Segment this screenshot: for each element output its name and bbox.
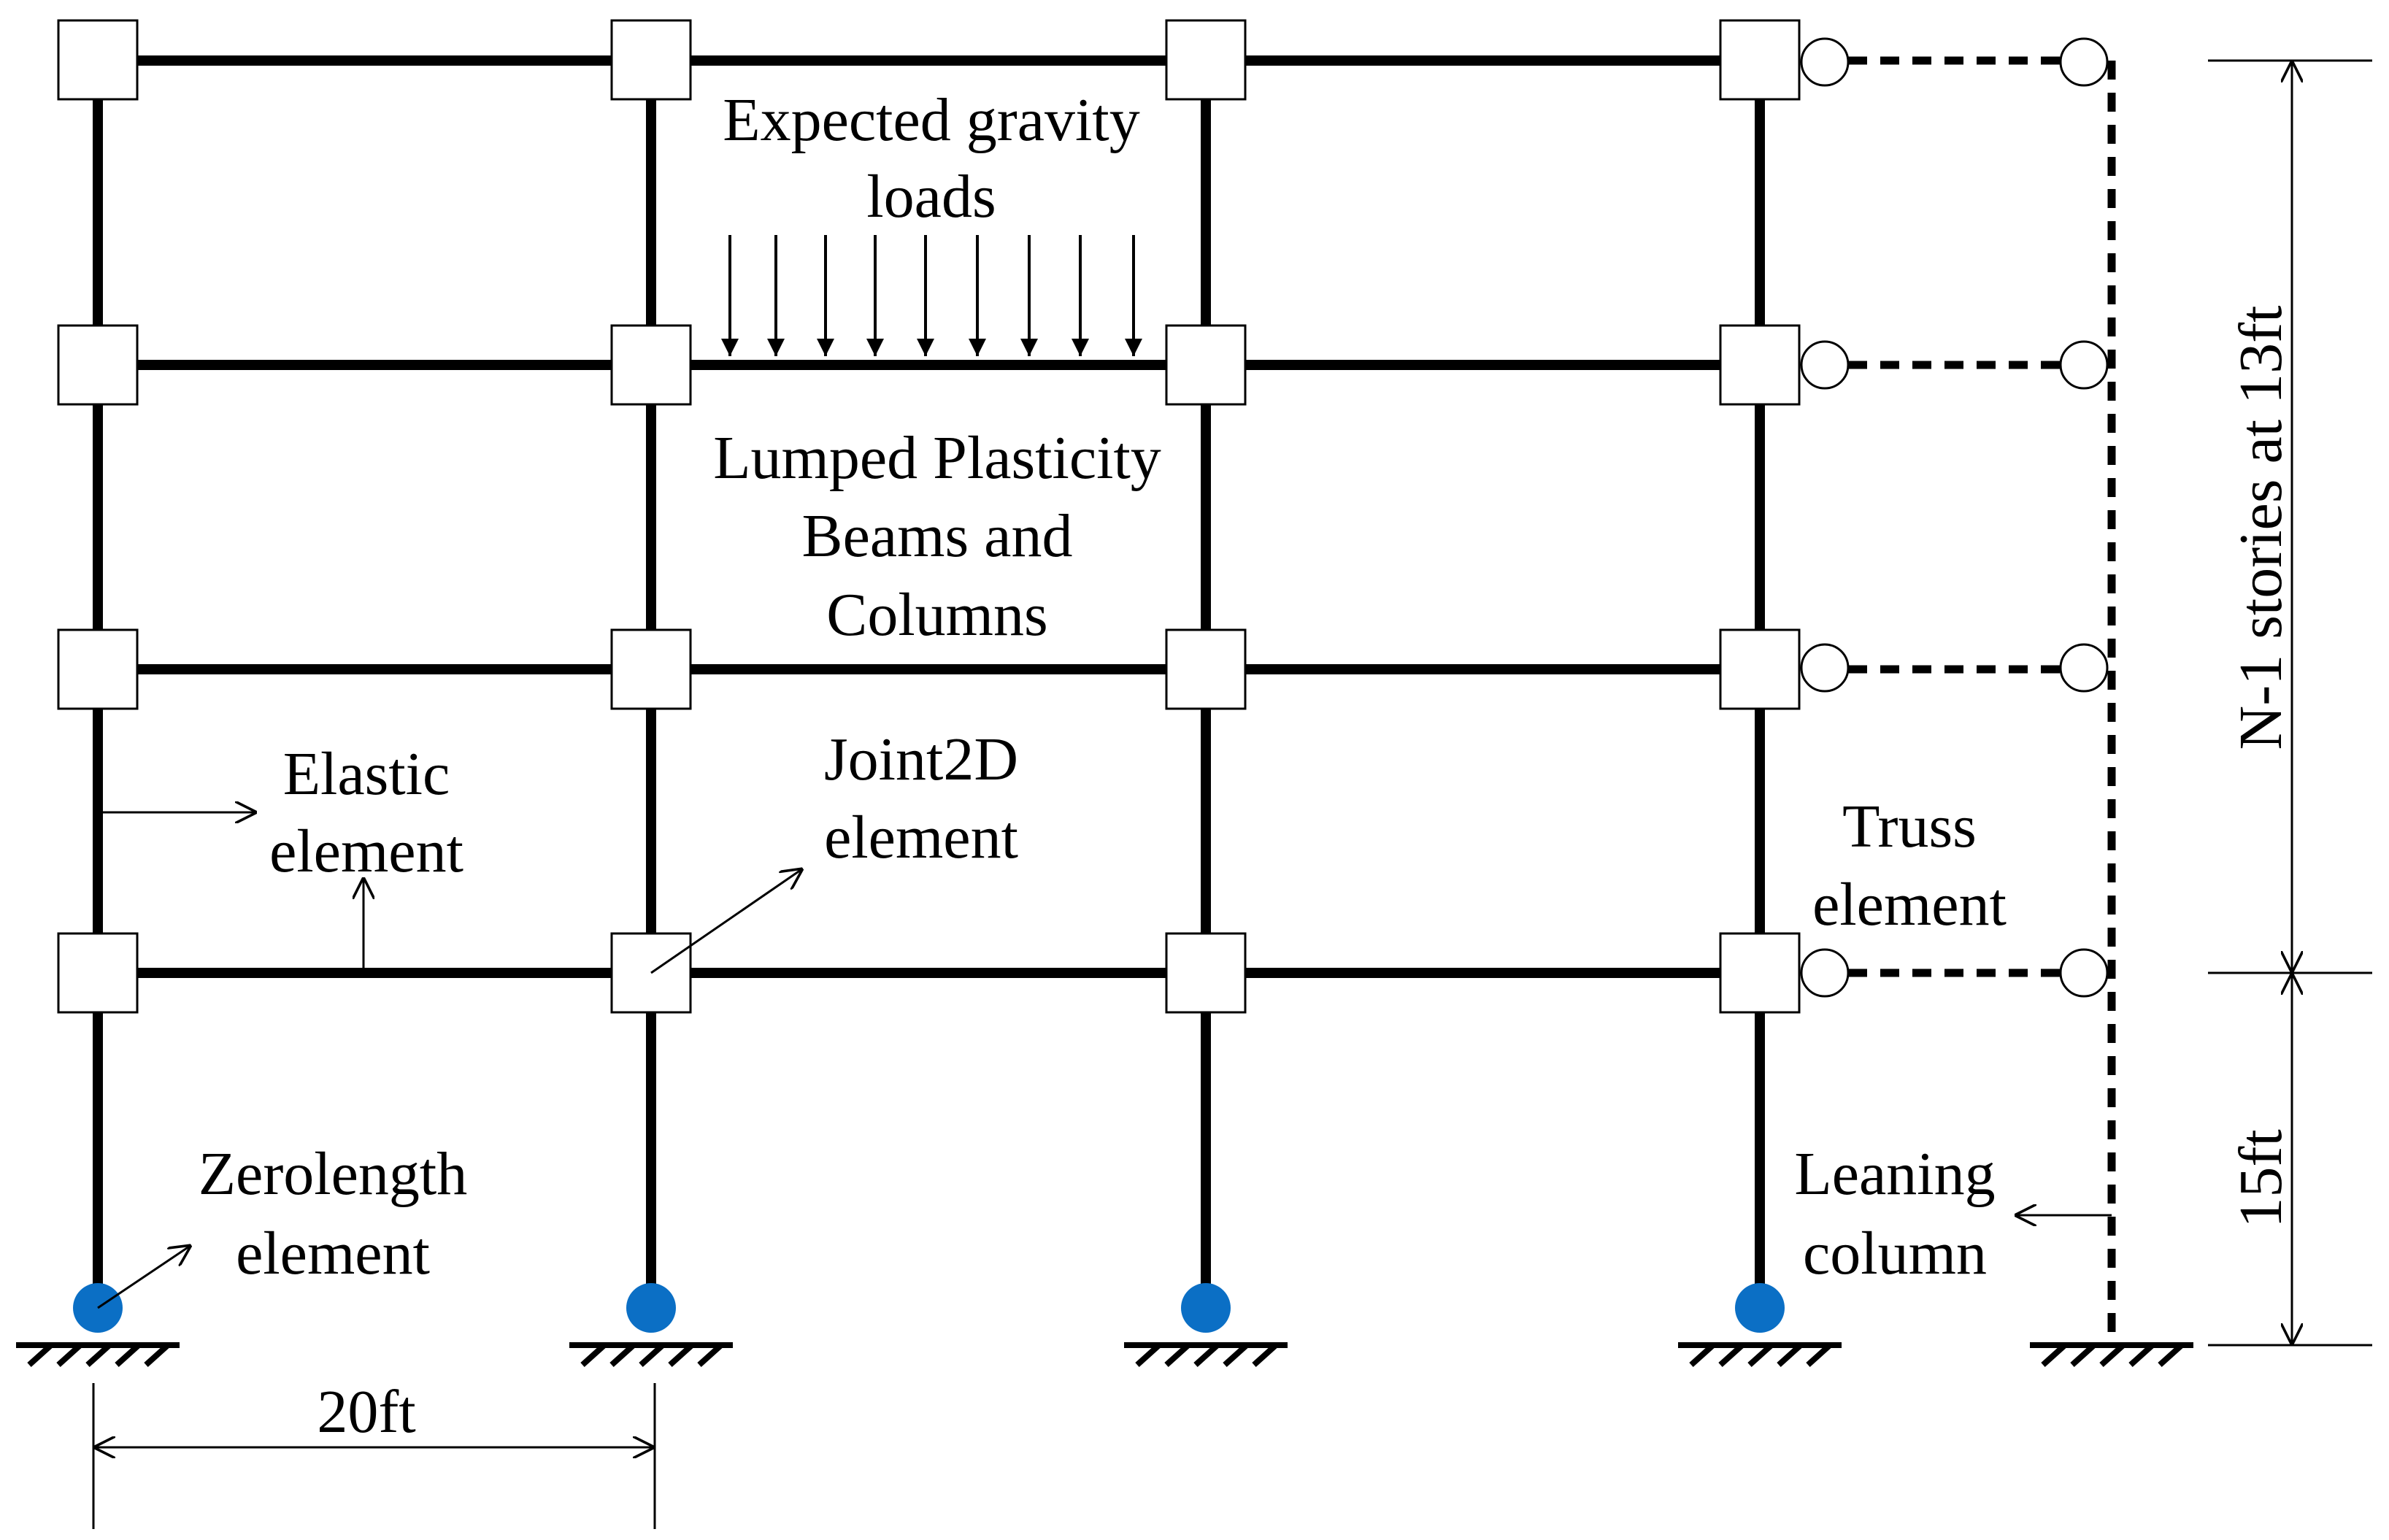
pin-hinge xyxy=(2059,37,2109,87)
pin-hinge xyxy=(1800,340,1850,390)
plasticity-label-line2: Beams and xyxy=(802,502,1073,570)
joint-square xyxy=(57,324,139,406)
gravity-label-line2: loads xyxy=(866,163,996,231)
joint2d-label-line1: Joint2D xyxy=(824,725,1018,793)
pin-hinge xyxy=(2059,340,2109,390)
joint-square xyxy=(1165,19,1247,101)
truss-label-line2: element xyxy=(1812,871,2007,939)
leaning-label-line2: column xyxy=(1803,1220,1987,1287)
support-node xyxy=(626,1283,676,1333)
plasticity-label-line3: Columns xyxy=(826,581,1047,649)
gravity-load-arrows xyxy=(721,235,1142,356)
zerolength-label-line2: element xyxy=(236,1220,430,1287)
joint-square xyxy=(1165,932,1247,1014)
joint-square xyxy=(1165,324,1247,406)
joint-square xyxy=(57,628,139,710)
fixed-support xyxy=(569,1342,733,1367)
labels: Expected gravity loads Lumped Plasticity… xyxy=(199,86,2295,1446)
zerolength-label-line1: Zerolength xyxy=(199,1140,468,1208)
first-story-label: 15ft xyxy=(2227,1129,2295,1228)
elastic-label-line2: element xyxy=(269,817,463,885)
pin-hinge xyxy=(2059,643,2109,693)
joint-square xyxy=(1165,628,1247,710)
zerolength-arrow xyxy=(97,1245,191,1309)
bay-width-label: 20ft xyxy=(317,1378,415,1446)
joint-square xyxy=(610,932,692,1014)
support-node xyxy=(1735,1283,1785,1333)
joint-square xyxy=(57,19,139,101)
pin-hinge xyxy=(2059,948,2109,998)
joint2d-arrow xyxy=(650,869,803,974)
support-node xyxy=(1181,1283,1231,1333)
truss-elements xyxy=(1848,56,2060,977)
joint-square xyxy=(610,628,692,710)
dimensions xyxy=(92,59,2372,1529)
fixed-support xyxy=(16,1342,180,1367)
plasticity-label-line1: Lumped Plasticity xyxy=(713,424,1161,492)
joint-square xyxy=(1719,932,1801,1014)
joint-square xyxy=(1719,19,1801,101)
joint-square xyxy=(610,19,692,101)
joint2d-squares xyxy=(57,19,1801,1014)
pin-hinge xyxy=(1800,37,1850,87)
columns xyxy=(93,62,1765,1310)
fixed-support xyxy=(1124,1342,1288,1367)
pin-hinges xyxy=(1800,37,2109,998)
truss-label-line1: Truss xyxy=(1842,793,1977,861)
gravity-label-line1: Expected gravity xyxy=(723,86,1139,154)
fixed-support xyxy=(1678,1342,1842,1367)
joint-square xyxy=(1719,628,1801,710)
beams xyxy=(98,55,1760,978)
leaning-label-line1: Leaning xyxy=(1794,1140,1995,1208)
pointer-arrows xyxy=(97,812,2112,1309)
pin-hinge xyxy=(1800,643,1850,693)
joint-square xyxy=(1719,324,1801,406)
upper-stories-label: N-1 stories at 13ft xyxy=(2227,306,2295,750)
zerolength-nodes xyxy=(73,1283,1785,1333)
joint-square xyxy=(57,932,139,1014)
pin-hinge xyxy=(1800,948,1850,998)
elastic-label-line1: Elastic xyxy=(283,740,450,808)
joint-square xyxy=(610,324,692,406)
fixed-support xyxy=(2030,1342,2193,1367)
fixed-supports xyxy=(16,1342,2193,1367)
joint2d-label-line2: element xyxy=(824,804,1018,871)
